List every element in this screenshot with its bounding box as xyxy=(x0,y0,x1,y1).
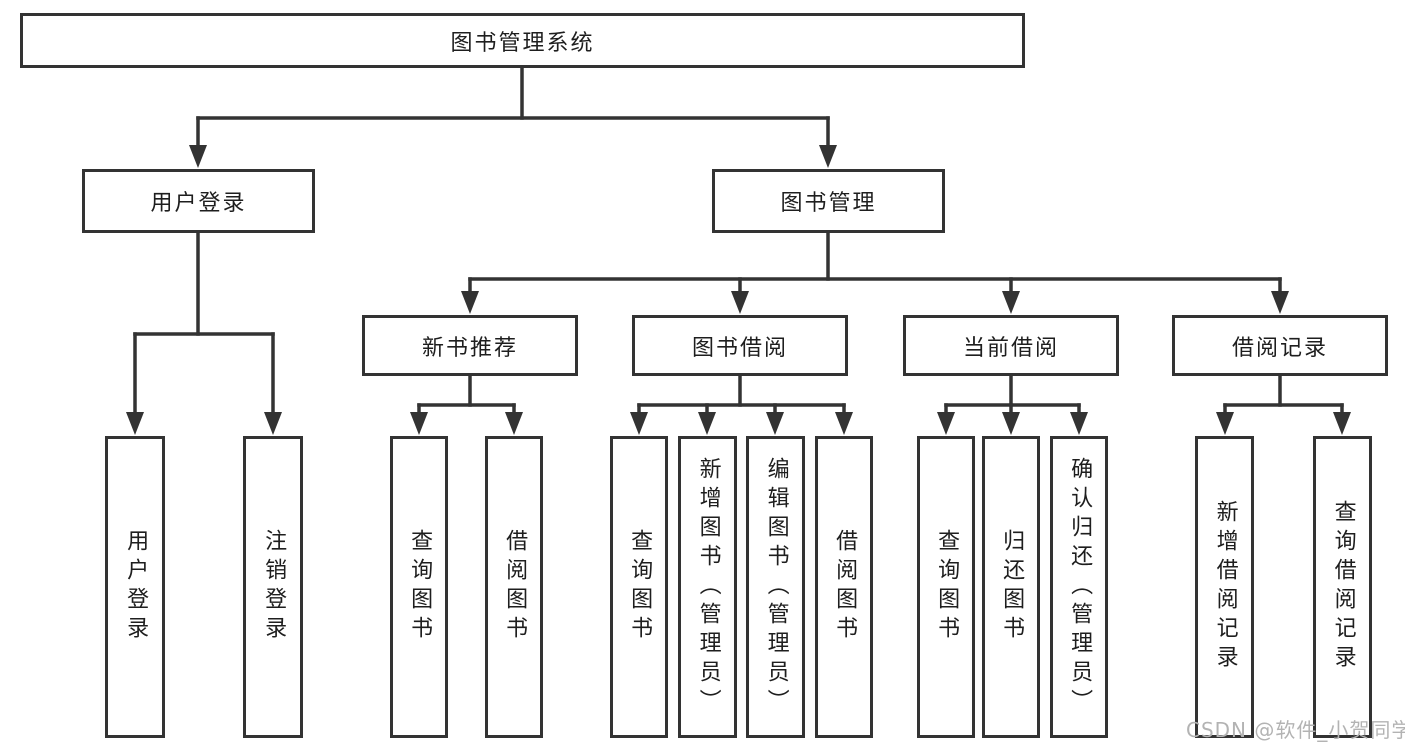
leaf-records-query-record: 查询借阅记录 xyxy=(1313,436,1372,738)
connector-current-borrowing-to-leaves xyxy=(937,374,1088,435)
node-label: 图书管理系统 xyxy=(450,30,595,56)
connector-book-management-to-level3 xyxy=(461,231,1289,314)
leaf-recommend-query-books: 查询图书 xyxy=(390,436,448,738)
node-label: 查询图书 xyxy=(407,529,433,645)
arrowhead-icon xyxy=(461,291,479,314)
connector-book-borrowing-to-leaves xyxy=(630,374,853,435)
node-label: 图书管理 xyxy=(780,191,877,216)
arrowhead-icon xyxy=(1216,412,1234,435)
node-label: 归还图书 xyxy=(999,529,1025,645)
arrowhead-icon xyxy=(1271,291,1289,314)
arrowhead-icon xyxy=(766,412,784,435)
leaf-borrowing-edit-books-admin: 编辑图书（管理员） xyxy=(746,436,805,738)
node-label: 新增借阅记录 xyxy=(1212,500,1238,674)
node-label: 借阅图书 xyxy=(832,529,858,645)
connector-borrow-records-to-leaves xyxy=(1216,374,1351,435)
node-label: 查询图书 xyxy=(934,529,960,645)
node-label: 确认归还（管理员） xyxy=(1067,456,1093,718)
arrowhead-icon xyxy=(189,145,207,168)
arrowhead-icon xyxy=(505,412,523,435)
arrowhead-icon xyxy=(1333,412,1351,435)
node-label: 借阅记录 xyxy=(1231,335,1328,361)
arrowhead-icon xyxy=(1002,291,1020,314)
leaf-recommend-borrow-books: 借阅图书 xyxy=(485,436,543,738)
leaf-current-confirm-return-admin: 确认归还（管理员） xyxy=(1050,436,1108,738)
node-label: 查询图书 xyxy=(627,529,653,645)
leaf-logout: 注销登录 xyxy=(243,436,303,738)
arrowhead-icon xyxy=(1002,412,1020,435)
node-book-management: 图书管理 xyxy=(712,169,945,233)
leaf-borrowing-borrow-books: 借阅图书 xyxy=(815,436,873,738)
leaf-borrowing-add-books-admin: 新增图书（管理员） xyxy=(678,436,737,738)
arrowhead-icon xyxy=(937,412,955,435)
leaf-borrowing-query-books: 查询图书 xyxy=(610,436,668,738)
connector-user-login-to-leaves xyxy=(126,231,282,435)
node-label: 当前借阅 xyxy=(962,335,1059,361)
connector-root-to-level2 xyxy=(189,66,837,168)
arrowhead-icon xyxy=(819,145,837,168)
arrowhead-icon xyxy=(698,412,716,435)
connector-new-book-recommend-to-leaves xyxy=(410,374,523,435)
arrowhead-icon xyxy=(410,412,428,435)
arrowhead-icon xyxy=(126,412,144,435)
arrowhead-icon xyxy=(630,412,648,435)
node-user-login: 用户登录 xyxy=(82,169,315,233)
node-label: 用户登录 xyxy=(150,191,247,216)
node-new-book-recommend: 新书推荐 xyxy=(362,315,578,376)
node-label: 用户登录 xyxy=(123,529,149,645)
node-label: 新书推荐 xyxy=(421,335,518,361)
leaf-user-login: 用户登录 xyxy=(105,436,165,738)
node-label: 注销登录 xyxy=(261,529,287,645)
arrowhead-icon xyxy=(731,291,749,314)
node-label: 查询借阅记录 xyxy=(1330,500,1356,674)
arrowhead-icon xyxy=(264,412,282,435)
node-borrow-records: 借阅记录 xyxy=(1172,315,1388,376)
leaf-current-return-books: 归还图书 xyxy=(982,436,1040,738)
leaf-records-add-record: 新增借阅记录 xyxy=(1195,436,1254,738)
node-current-borrowing: 当前借阅 xyxy=(903,315,1119,376)
csdn-watermark: CSDN @软件_小贺同学 xyxy=(1186,718,1405,742)
node-label: 编辑图书（管理员） xyxy=(763,456,789,718)
node-label: 借阅图书 xyxy=(502,529,528,645)
node-label: 新增图书（管理员） xyxy=(695,456,721,718)
arrowhead-icon xyxy=(1070,412,1088,435)
node-library-management-system: 图书管理系统 xyxy=(20,13,1025,68)
node-book-borrowing: 图书借阅 xyxy=(632,315,848,376)
node-label: 图书借阅 xyxy=(691,335,788,361)
leaf-current-query-books: 查询图书 xyxy=(917,436,975,738)
arrowhead-icon xyxy=(835,412,853,435)
